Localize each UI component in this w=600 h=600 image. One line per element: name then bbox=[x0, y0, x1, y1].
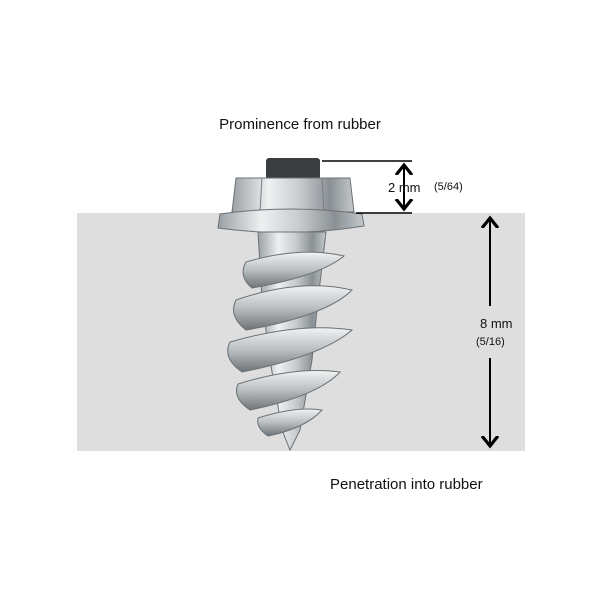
thread-1 bbox=[242, 251, 346, 289]
thread-5 bbox=[257, 408, 323, 437]
thread-4 bbox=[236, 370, 342, 411]
ice-stud bbox=[217, 158, 365, 452]
penetration-label: Penetration into rubber bbox=[330, 476, 483, 493]
prominence-label: Prominence from rubber bbox=[219, 116, 381, 133]
hex-head bbox=[231, 177, 355, 213]
carbide-tip bbox=[266, 158, 320, 180]
penetration-mm: 8 mm bbox=[480, 316, 513, 331]
thread-3 bbox=[227, 327, 354, 373]
prominence-mm: 2 mm bbox=[388, 180, 421, 195]
thread-2 bbox=[233, 285, 353, 331]
prominence-inch: (5/64) bbox=[434, 181, 463, 193]
prominence-dimension bbox=[322, 160, 412, 214]
washer-flange bbox=[217, 208, 365, 234]
penetration-inch: (5/16) bbox=[476, 336, 505, 348]
